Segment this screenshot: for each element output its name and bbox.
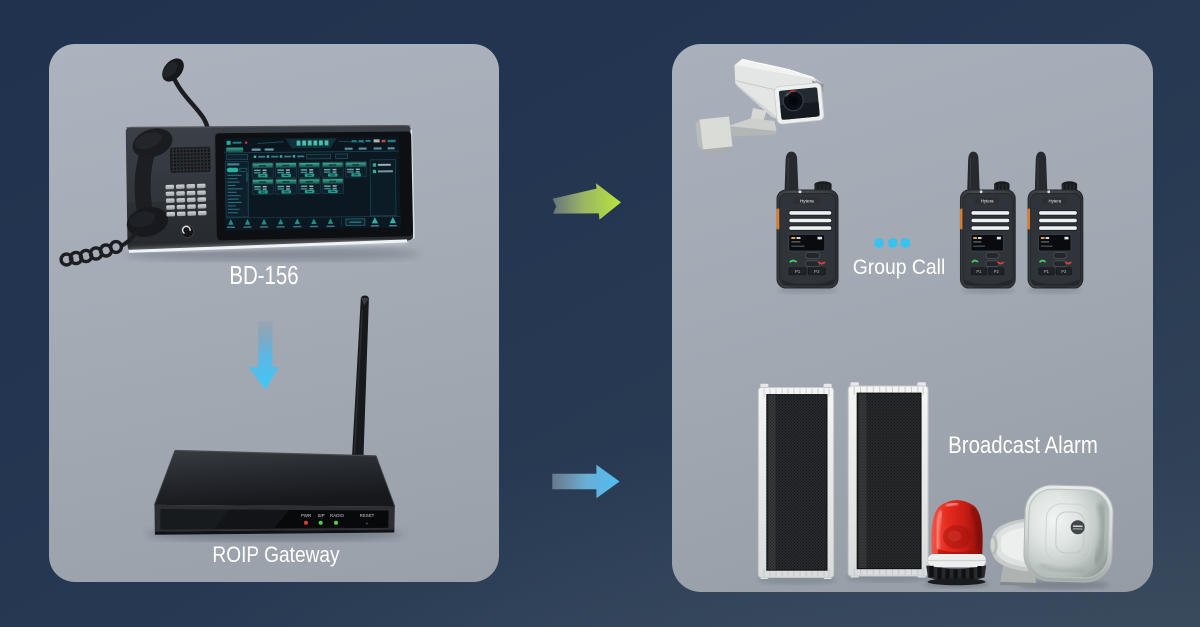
svg-text:P2: P2 (814, 269, 820, 274)
svg-text:Hytera: Hytera (800, 199, 814, 205)
svg-text:SIP: SIP (317, 513, 324, 518)
svg-text:P1: P1 (795, 269, 801, 274)
svg-text:PWR: PWR (301, 513, 311, 518)
svg-text:RADIO: RADIO (330, 513, 344, 518)
svg-text:RESET: RESET (360, 513, 375, 518)
